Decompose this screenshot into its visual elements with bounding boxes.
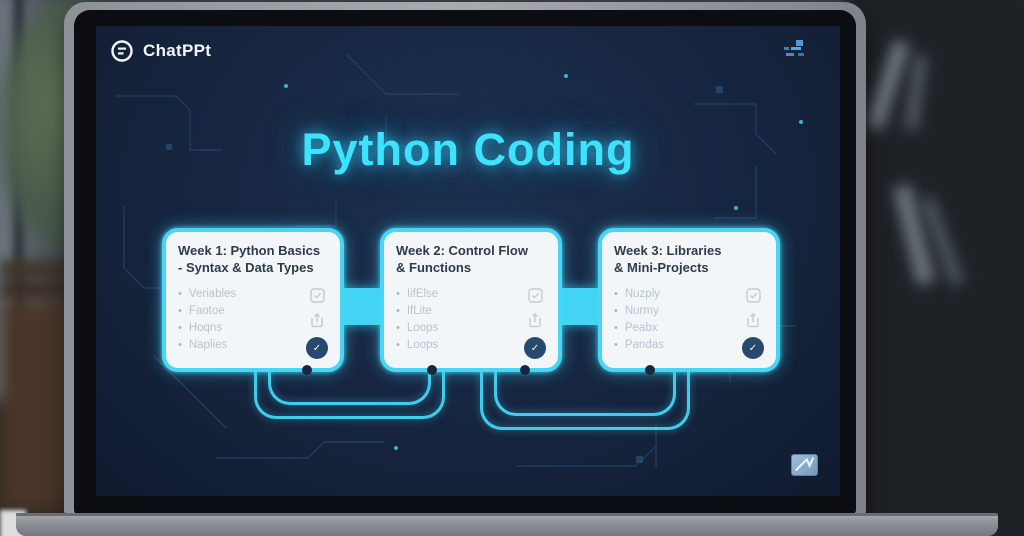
laptop-base [16, 513, 998, 536]
card-title: Week 2: Control Flow & Functions [396, 243, 528, 275]
list-item: •Naplies [178, 338, 228, 351]
connector-loop [480, 362, 690, 430]
chart-corner-icon[interactable] [791, 454, 818, 476]
chat-logo-icon [111, 40, 133, 62]
laptop-hinge [16, 513, 998, 516]
list-item: •Peabx [614, 321, 658, 334]
badge-check-icon[interactable]: ✓ [524, 337, 546, 359]
list-item: •Loops [396, 338, 439, 351]
connector-port [520, 365, 530, 375]
list-item: •Pandas [614, 338, 664, 351]
slide-title: Python Coding [301, 124, 635, 175]
card-week-2[interactable]: Week 2: Control Flow & Functions •IifEls… [380, 228, 562, 372]
laptop-screen: ChatPPt Python Coding [96, 26, 840, 496]
badge-check-icon[interactable]: ✓ [306, 337, 328, 359]
connector-loop [494, 362, 676, 416]
share-icon[interactable] [309, 312, 325, 328]
checkbox-icon[interactable] [527, 288, 543, 303]
list-item: •Loops [396, 321, 439, 334]
connector-port [302, 365, 312, 375]
connector-band-2 [554, 288, 604, 325]
bookshelf-blur [845, 0, 1024, 536]
bullet-list: •IifElse •IfLite •Loops •Loops [396, 286, 522, 360]
card-week-3[interactable]: Week 3: Libraries & Mini-Projects •Nuzpl… [598, 228, 780, 372]
pixel-chart-icon[interactable] [782, 38, 810, 58]
list-item: •Veriables [178, 287, 237, 300]
list-item: •Hoqns [178, 321, 223, 334]
list-item: •Nuzply [614, 287, 661, 300]
list-item: •Faotoe [178, 304, 225, 317]
badge-check-icon[interactable]: ✓ [742, 337, 764, 359]
share-icon[interactable] [527, 312, 543, 328]
checkbox-icon[interactable] [309, 288, 325, 303]
connector-port [427, 365, 437, 375]
checkbox-icon[interactable] [745, 288, 761, 303]
share-icon[interactable] [745, 312, 761, 328]
card-title: Week 3: Libraries & Mini-Projects [614, 243, 722, 275]
connector-loop [254, 362, 445, 419]
list-item: •IifElse [396, 287, 439, 300]
card-title: Week 1: Python Basics - Syntax & Data Ty… [178, 243, 321, 275]
window-frame-bar [14, 0, 24, 450]
list-item: •Nurmy [614, 304, 659, 317]
list-item: •IfLite [396, 304, 432, 317]
bullet-list: •Nuzply •Nurmy •Peabx •Pandas [614, 286, 740, 360]
brand-name: ChatPPt [143, 41, 212, 60]
brand-logo[interactable]: ChatPPt [110, 39, 211, 63]
connector-band-1 [336, 288, 386, 325]
connector-loop [268, 362, 431, 405]
connector-port [645, 365, 655, 375]
bullet-list: •Veriables •Faotoe •Hoqns •Naplies [178, 286, 304, 360]
card-week-1[interactable]: Week 1: Python Basics - Syntax & Data Ty… [162, 228, 344, 372]
